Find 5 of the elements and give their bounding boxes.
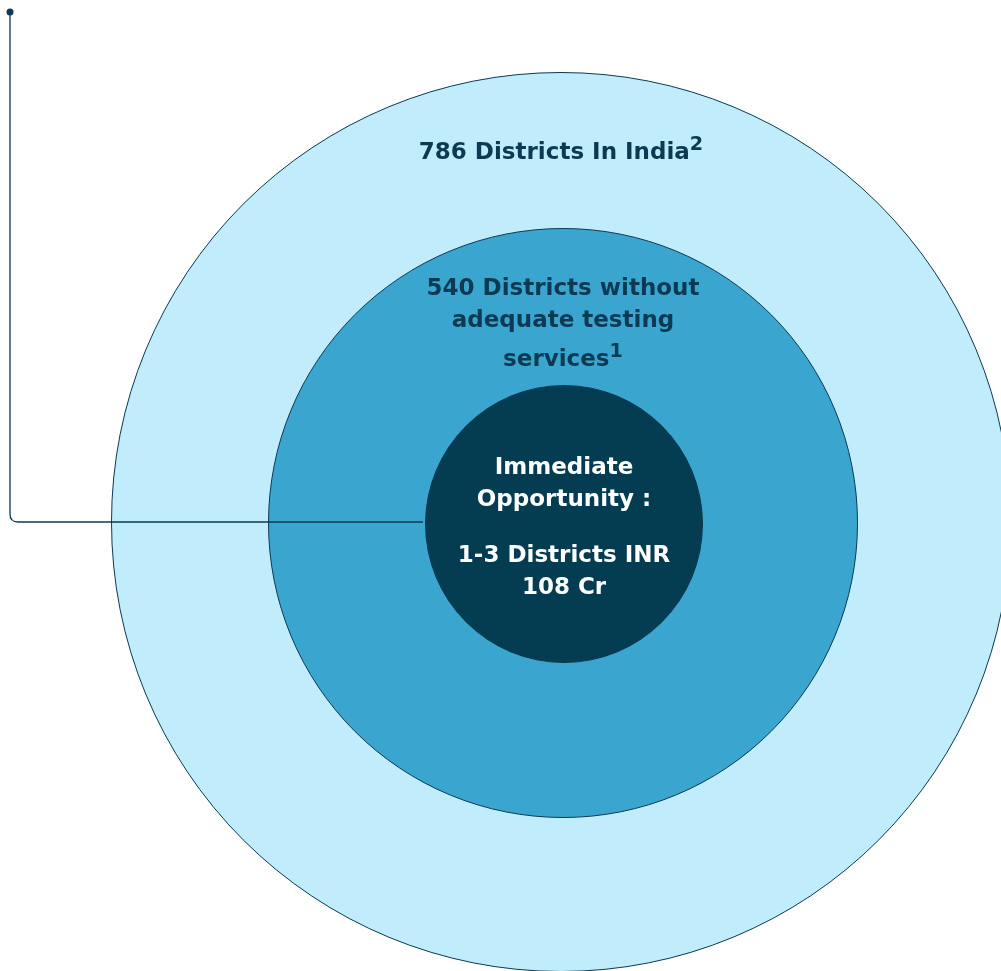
circle-label: 1-3 Districts INR 108 Cr (456, 540, 672, 601)
circle-label: 786 Districts In India$^{2}$ (417, 131, 705, 166)
circle-label: 540 Districts without adequate testing services$^{1}$ (425, 273, 701, 373)
circle-label: Immediate Opportunity : (475, 452, 653, 513)
leader-line (6, 8, 424, 523)
